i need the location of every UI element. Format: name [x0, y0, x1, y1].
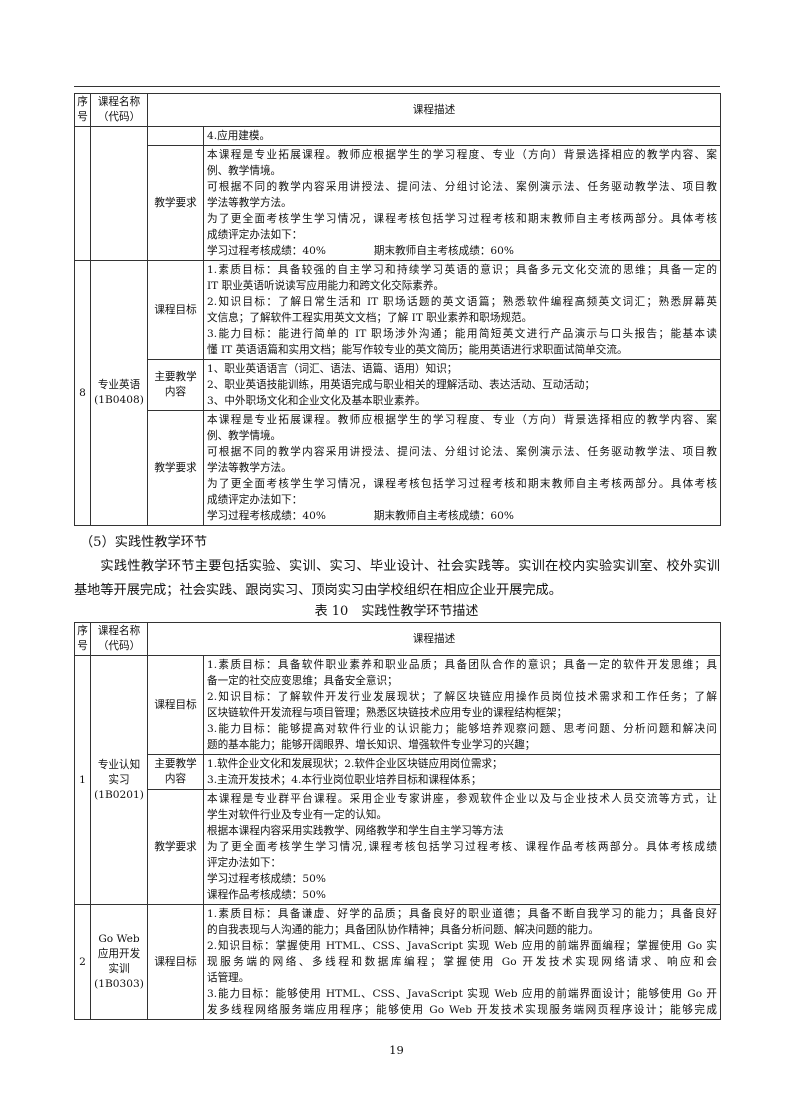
table-header-row: 序号 课程名称（代码） 课程描述: [74, 93, 721, 127]
table-row: 教学要求 本课程是专业拓展课程。教师应根据学生的学习程度、专业（方向）背景选择相…: [75, 410, 721, 526]
header-seq: 序号: [74, 93, 91, 127]
cell-course-goals: 1.素质目标：具备谦虚、好学的品质；具备良好的职业道德；具备不断自我学习的能力；…: [203, 904, 721, 1020]
cell-main-content: 1.软件企业文化和发展现状；2.软件企业区块链应用岗位需求； 3.主流开发技术；…: [203, 754, 721, 790]
cell-course-goals: 1.素质目标：具备软件职业素养和职业品质；具备团队合作的意识；具备一定的软件开发…: [203, 655, 721, 755]
practice-table: 序号 课程名称（代码） 课程描述 1 专业认知实习(1B0201) 课程目标 1…: [74, 622, 721, 1020]
cell-course-goals: 1.素质目标：具备较强的自主学习和持续学习英语的意识；具备多元文化交流的思维；具…: [203, 260, 721, 360]
label-course-goals: 课程目标: [147, 260, 204, 360]
label-course-goals: 课程目标: [147, 655, 204, 755]
table-caption: 表 10 实践性教学环节描述: [314, 604, 479, 619]
row-seq: 2: [74, 904, 91, 1020]
header-rule: [74, 86, 720, 87]
header-course-name: 课程名称（代码）: [90, 622, 148, 656]
header-description: 课程描述: [147, 622, 721, 656]
cell-main-content: 1、职业英语语言（词汇、语法、语篇、语用）知识； 2、职业英语技能训练，用英语完…: [203, 359, 721, 411]
label-course-goals: 课程目标: [147, 904, 204, 1020]
cell-teaching-req: 本课程是专业群平台课程。采用企业专家讲座，参观软件企业以及与企业技术人员交流等方…: [203, 789, 721, 905]
table-row: 主要教学内容 1、职业英语语言（词汇、语法、语篇、语用）知识； 2、职业英语技能…: [75, 359, 721, 411]
cell-teaching-req: 本课程是专业拓展课程。教师应根据学生的学习程度、专业（方向）背景选择相应的教学内…: [203, 410, 721, 526]
course-name: 专业认知实习(1B0201): [90, 655, 148, 905]
label-main-content: 主要教学内容: [147, 754, 204, 790]
cell-desc-continued: 4.应用建模。: [203, 126, 721, 146]
label-teaching-req: 教学要求: [147, 789, 204, 905]
row-seq: 8: [74, 260, 91, 526]
section-heading: （5）实践性教学环节: [80, 535, 208, 550]
course-name: 专业英语(1B0408): [90, 260, 148, 526]
table-row: 教学要求 本课程是专业群平台课程。采用企业专家讲座，参观软件企业以及与企业技术人…: [75, 789, 721, 905]
label-teaching-req: 教学要求: [147, 410, 204, 526]
label-main-content: 主要教学内容: [147, 359, 204, 411]
page-number: 19: [389, 1043, 404, 1057]
cell-teaching-req: 本课程是专业拓展课程。教师应根据学生的学习程度、专业（方向）背景选择相应的教学内…: [203, 145, 721, 261]
header-description: 课程描述: [147, 93, 721, 127]
table-row: 教学要求 本课程是专业拓展课程。教师应根据学生的学习程度、专业（方向）背景选择相…: [75, 145, 721, 261]
header-course-name: 课程名称（代码）: [90, 93, 148, 127]
table-row: 8 专业英语(1B0408) 课程目标 1.素质目标：具备较强的自主学习和持续学…: [74, 260, 721, 526]
label-teaching-req: 教学要求: [147, 145, 204, 261]
section-body: 实践性教学环节主要包括实验、实训、实习、毕业设计、社会实践等。实训在校内实验实训…: [74, 559, 720, 598]
table-row: 1 专业认知实习(1B0201) 课程目标 1.素质目标：具备软件职业素养和职业…: [74, 655, 721, 905]
table-header-row: 序号 课程名称（代码） 课程描述: [74, 622, 721, 656]
course-table-continued: 序号 课程名称（代码） 课程描述 4.应用建模。 教学要求 本课程是专业拓展课程…: [74, 93, 721, 526]
header-seq: 序号: [74, 622, 91, 656]
row-seq: 1: [74, 655, 91, 905]
table-row: 4.应用建模。: [74, 126, 721, 261]
table-row: 主要教学内容 1.软件企业文化和发展现状；2.软件企业区块链应用岗位需求； 3.…: [75, 754, 721, 790]
